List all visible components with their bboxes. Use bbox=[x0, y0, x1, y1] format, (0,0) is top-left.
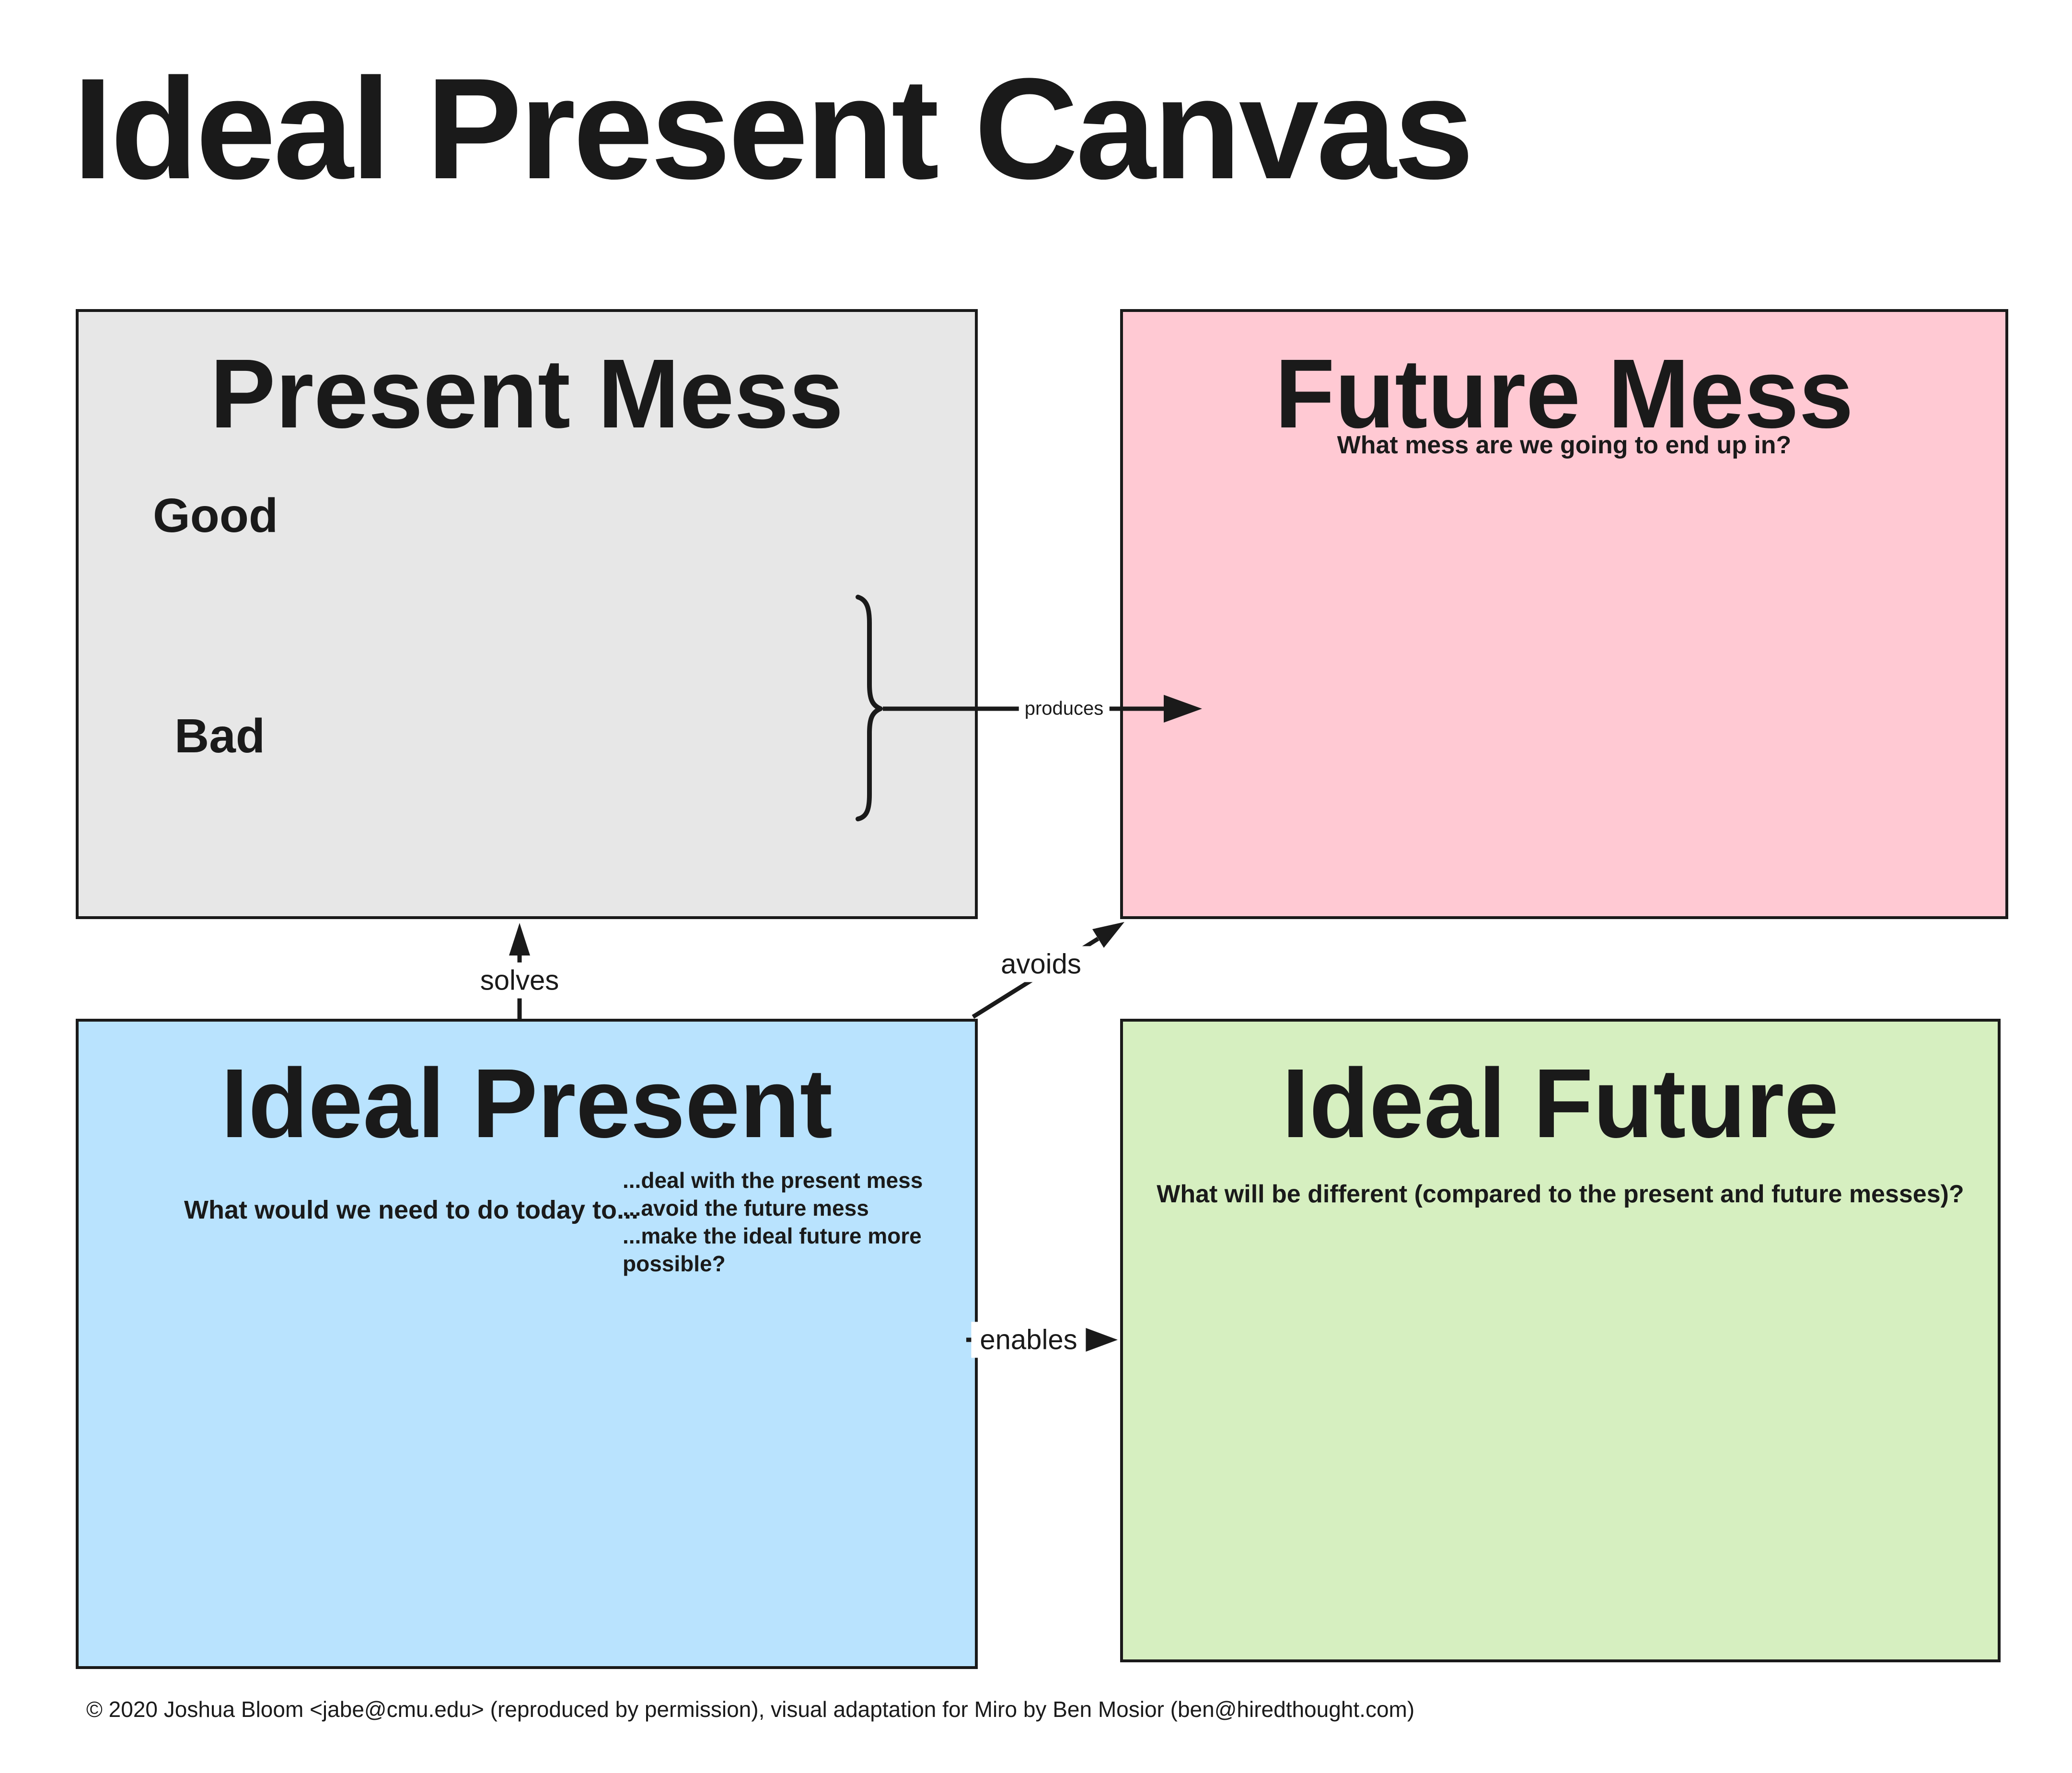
enables-connector-label: enables bbox=[971, 1322, 1086, 1358]
avoids-connector-label: avoids bbox=[992, 946, 1090, 982]
ideal-present-question: What would we need to do today to... bbox=[184, 1196, 638, 1224]
bad-label: Bad bbox=[174, 709, 265, 763]
avoids-arrowhead bbox=[1092, 922, 1124, 948]
enables-arrowhead bbox=[1080, 1326, 1118, 1354]
ideal-present-list-item: ...make the ideal future more possible? bbox=[623, 1223, 922, 1276]
present-mess-title: Present Mess bbox=[210, 339, 844, 449]
ideal-present-list-item: ...avoid the future mess bbox=[623, 1196, 869, 1220]
future-mess-title: Future Mess bbox=[1274, 339, 1854, 449]
page-title: Ideal Present Canvas bbox=[73, 48, 1474, 209]
ideal-present-title: Ideal Present bbox=[220, 1048, 833, 1158]
ideal-future-box[interactable]: Ideal Future What will be different (com… bbox=[1120, 1019, 2001, 1662]
solves-connector-label: solves bbox=[471, 962, 568, 999]
future-mess-subtitle: What mess are we going to end up in? bbox=[1337, 431, 1792, 459]
future-mess-box[interactable]: Future Mess What mess are we going to en… bbox=[1120, 309, 2008, 919]
good-label: Good bbox=[153, 489, 278, 542]
ideal-future-subtitle: What will be different (compared to the … bbox=[1157, 1180, 1964, 1208]
present-mess-box[interactable]: Present Mess Good Bad bbox=[76, 309, 978, 919]
ideal-present-list-item: ...deal with the present mess bbox=[623, 1168, 923, 1193]
ideal-present-box[interactable]: Ideal Present What would we need to do t… bbox=[76, 1019, 978, 1669]
solves-arrowhead bbox=[509, 923, 530, 956]
ideal-future-title: Ideal Future bbox=[1282, 1048, 1839, 1158]
produces-connector-label: produces bbox=[1019, 697, 1110, 721]
copyright-footer: © 2020 Joshua Bloom <jabe@cmu.edu> (repr… bbox=[86, 1697, 1415, 1722]
ideal-present-list: ...deal with the present mess ...avoid t… bbox=[623, 1166, 975, 1278]
